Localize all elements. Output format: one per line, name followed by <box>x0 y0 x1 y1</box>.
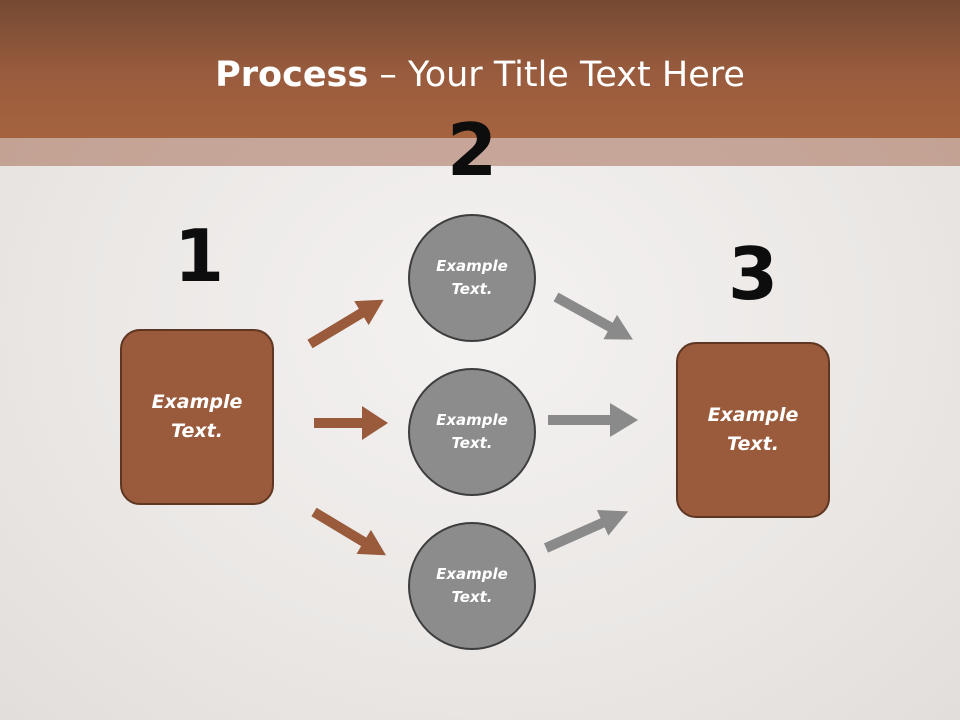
slide-title: Process – Your Title Text Here <box>0 54 960 96</box>
title-band <box>0 0 960 138</box>
arrow-head <box>596 509 629 536</box>
right-box[interactable]: Example Text. <box>676 342 830 518</box>
circle-3-text: Example Text. <box>436 565 508 606</box>
arrow-head <box>603 314 633 340</box>
circle-1[interactable]: Example Text. <box>408 214 536 342</box>
left-box[interactable]: Example Text. <box>120 329 274 505</box>
step-number-2: 2 <box>446 108 498 192</box>
arrow-head <box>610 403 638 437</box>
arrow-shaft <box>307 306 368 349</box>
left-box-text: Example Text. <box>151 391 243 442</box>
step-number-3: 3 <box>727 232 779 316</box>
arrow-head <box>362 406 388 440</box>
arrow-head <box>356 529 387 556</box>
circle-1-text: Example Text. <box>436 257 508 298</box>
title-separator: – <box>368 55 408 95</box>
arrow-box-to-circle-1 <box>307 299 384 349</box>
step-number-1: 1 <box>173 214 225 298</box>
arrow-circle-3-to-box <box>543 509 629 553</box>
circle-3[interactable]: Example Text. <box>408 522 536 650</box>
arrow-box-to-circle-2 <box>314 406 388 440</box>
arrow-shaft <box>543 516 609 553</box>
title-bold: Process <box>215 55 369 95</box>
arrow-box-to-circle-3 <box>311 507 387 556</box>
arrow-shaft <box>548 415 614 425</box>
arrow-circle-1-to-box <box>553 292 633 340</box>
circle-2[interactable]: Example Text. <box>408 368 536 496</box>
title-strip <box>0 138 960 166</box>
arrow-shaft <box>311 507 370 549</box>
circle-2-text: Example Text. <box>436 411 508 452</box>
arrow-head <box>354 299 384 326</box>
arrow-shaft <box>553 292 617 334</box>
title-rest: Your Title Text Here <box>407 55 745 95</box>
right-box-text: Example Text. <box>707 404 799 455</box>
arrow-shaft <box>314 418 366 428</box>
arrow-circle-2-to-box <box>548 403 638 437</box>
